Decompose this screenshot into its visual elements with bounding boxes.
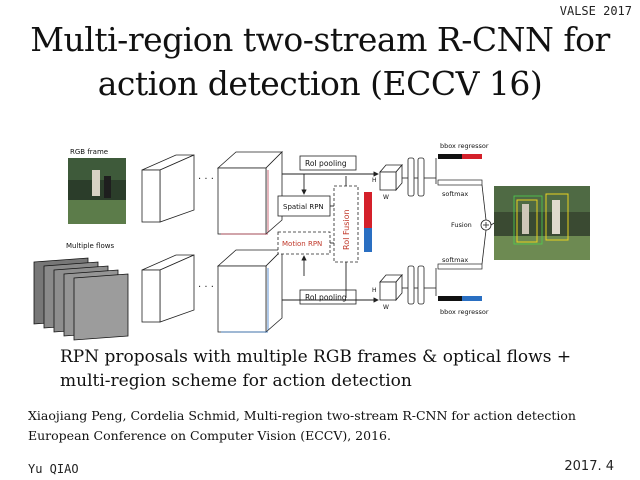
reference-line-2: European Conference on Computer Vision (… <box>28 428 391 443</box>
bbox-regressor-top-bar-red <box>462 154 482 159</box>
top-w-label: W <box>383 194 389 201</box>
motion-rpn-label: Motion RPN <box>282 240 322 248</box>
flow-stack <box>33 257 129 341</box>
bottom-fc-layers <box>402 265 437 305</box>
output-detection-image <box>494 186 590 260</box>
fusion-bar-red <box>364 192 372 228</box>
spatial-rpn-label: Spatial RPN <box>283 203 324 211</box>
bottom-roi-feature-cube <box>379 273 403 302</box>
bbox-regressor-bottom-label: bbox regressor <box>440 308 489 316</box>
top-conv-block-2 <box>216 151 283 235</box>
multiple-flows-label: Multiple flows <box>66 242 114 250</box>
roi-fusion-label: RoI Fusion <box>342 209 351 250</box>
top-dots: · · · <box>198 174 214 185</box>
summary-line-1: RPN proposals with multiple RGB frames &… <box>60 347 572 367</box>
top-roi-feature-cube <box>379 163 403 192</box>
fusion-label: Fusion <box>451 221 472 229</box>
summary-line-2: multi-region scheme for action detection <box>60 371 412 391</box>
bbox-regressor-top-label: bbox regressor <box>440 142 489 150</box>
softmax-bottom-box <box>437 263 483 270</box>
roi-fusion-box <box>333 185 359 263</box>
rgb-frame-label: RGB frame <box>70 148 108 156</box>
slide-date: 2017. 4 <box>564 459 614 474</box>
bottom-conv-block-2 <box>216 249 283 333</box>
conference-tag: VALSE 2017 <box>559 4 632 18</box>
top-h-label: H <box>372 177 377 184</box>
slide-title-line-1: Multi-region two-stream R-CNN for <box>30 20 610 59</box>
top-fc-layers <box>402 157 437 197</box>
bbox-regressor-top-bar-black <box>438 154 462 159</box>
roi-pooling-top-box <box>299 155 357 171</box>
bottom-h-label: H <box>372 287 377 294</box>
author-name: Yu QIAO <box>28 462 79 476</box>
softmax-top-label: softmax <box>442 190 468 198</box>
rgb-frame-image <box>68 158 126 224</box>
bottom-w-label: W <box>383 304 389 311</box>
slide-title-line-2: action detection (ECCV 16) <box>97 64 543 103</box>
softmax-top-box <box>437 179 483 186</box>
bbox-regressor-bottom-bar-black <box>438 296 462 301</box>
bbox-regressor-bottom-bar-blue <box>462 296 482 301</box>
roi-pooling-top-label: RoI pooling <box>305 159 347 168</box>
top-conv-block-1 <box>141 154 195 223</box>
roi-pooling-bottom-label: RoI pooling <box>305 293 347 302</box>
bottom-dots: · · · <box>198 282 214 293</box>
softmax-bottom-label: softmax <box>442 256 468 264</box>
roi-pooling-bottom-box <box>299 289 357 305</box>
bottom-conv-block-1 <box>141 254 195 323</box>
fusion-bar-blue <box>364 228 372 252</box>
reference-line-1: Xiaojiang Peng, Cordelia Schmid, Multi-r… <box>28 408 576 423</box>
